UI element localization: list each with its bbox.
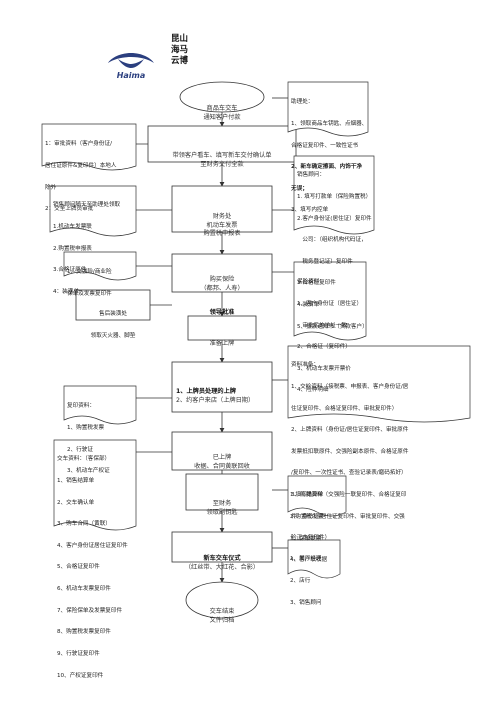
note-shape [49,185,137,237]
step6-text: 已上牌收据、合同黄联回收 [194,454,250,470]
step-box [171,431,273,471]
step-box [187,315,257,341]
brand-name-line: 昆山 [171,34,189,44]
step-box [171,361,273,413]
note-shape [287,345,471,423]
brand-name: 昆山 海马 云博 [171,34,201,67]
note-shape [53,439,137,531]
note-insurance-policy: 1、交强险/商业险 保单及发票复印件 [67,269,112,298]
side-box [75,289,151,321]
step4-text: 准备上牌 [209,340,235,348]
note-shape [287,475,347,517]
brand-name-line: 云博 [171,56,189,66]
note-aftersales: 售后装潢处 领取灭火器、脚垫 [90,311,136,340]
end-node [185,581,259,619]
step-box [171,253,273,293]
note-approval: 1：审批资料（客户身份证/ 居住证原件&复印件）本地人 除外 2：交至上牌员审批 [45,141,117,213]
note-sales-consultant: 销售顾问： 1. 填写打款单（保险购置税） 2.客户身份证(居住证）复印件 公司… [297,172,372,330]
brand-name-line: 海马 [171,45,189,55]
start-node [179,81,265,113]
step-box [147,125,297,163]
step-box [171,185,273,233]
note-shape [63,251,137,281]
end-node-text: 交车结束文件归档 [209,608,235,624]
step-box [171,531,273,563]
note-settlement: 1.填写结算单 2.购置税发票 3、保单发票 4、客户联收据 [290,492,328,564]
note-insurance-docs: 保险资料： 1、客户身份证（居住证） 审批后的地址一致 2、合格证（复印件） 3… [297,279,363,394]
note-document-prep: 资料准备： 1、交检资料（接税票、申报表、客户身份证/居 住证复印件、合格证复印… [291,362,409,542]
note-shape [63,385,137,425]
step1-text: 带领客户看车、填写新车交付确认单至财务交付全款 [172,152,272,168]
step8-text: 新车交车仪式（红丝带、大红花、合影） [184,555,260,571]
note-shape [293,155,375,235]
note-ceremony-staff: 1、展厅经理 2、店行 3、销售顾问 [290,556,322,606]
note-delivery-docs: 交车资料：（客保部） 1、销售结算单 2、交车确认单 3、购车合同（黄联） 4、… [57,456,128,679]
step2-text: 财务处机动车发票购置税申报表 [203,213,241,237]
note-shape [287,539,341,579]
note-shape [293,261,367,341]
haima-logo: Haima [100,50,162,80]
note-shape [41,123,137,171]
note-shape [287,81,369,137]
haima-logo-mark: Haima [108,53,154,80]
note-copies: 复印资料： 1、购置税发票 2、行驶证 3、机动车产权证 [67,403,110,475]
step-box [185,473,259,511]
note-assistant: 助理处： 1、领取商品车钥匙、点烟器、 合格证复印件、一致性证书 2、新车确定擦… [291,99,368,214]
note-pickup: 销售顾问随天至助理处领取 1.机动车发票联 2.购置税申报表 3.合格证原件 4… [53,202,121,295]
step3-text: 购买保险（都邦、人寿） 领导批准 [200,276,244,317]
step7-text: 至财务领取副钥匙 [206,500,238,516]
logo-text: Haima [117,71,146,80]
start-node-text: 商品车交车通知客户付款 [203,105,241,121]
